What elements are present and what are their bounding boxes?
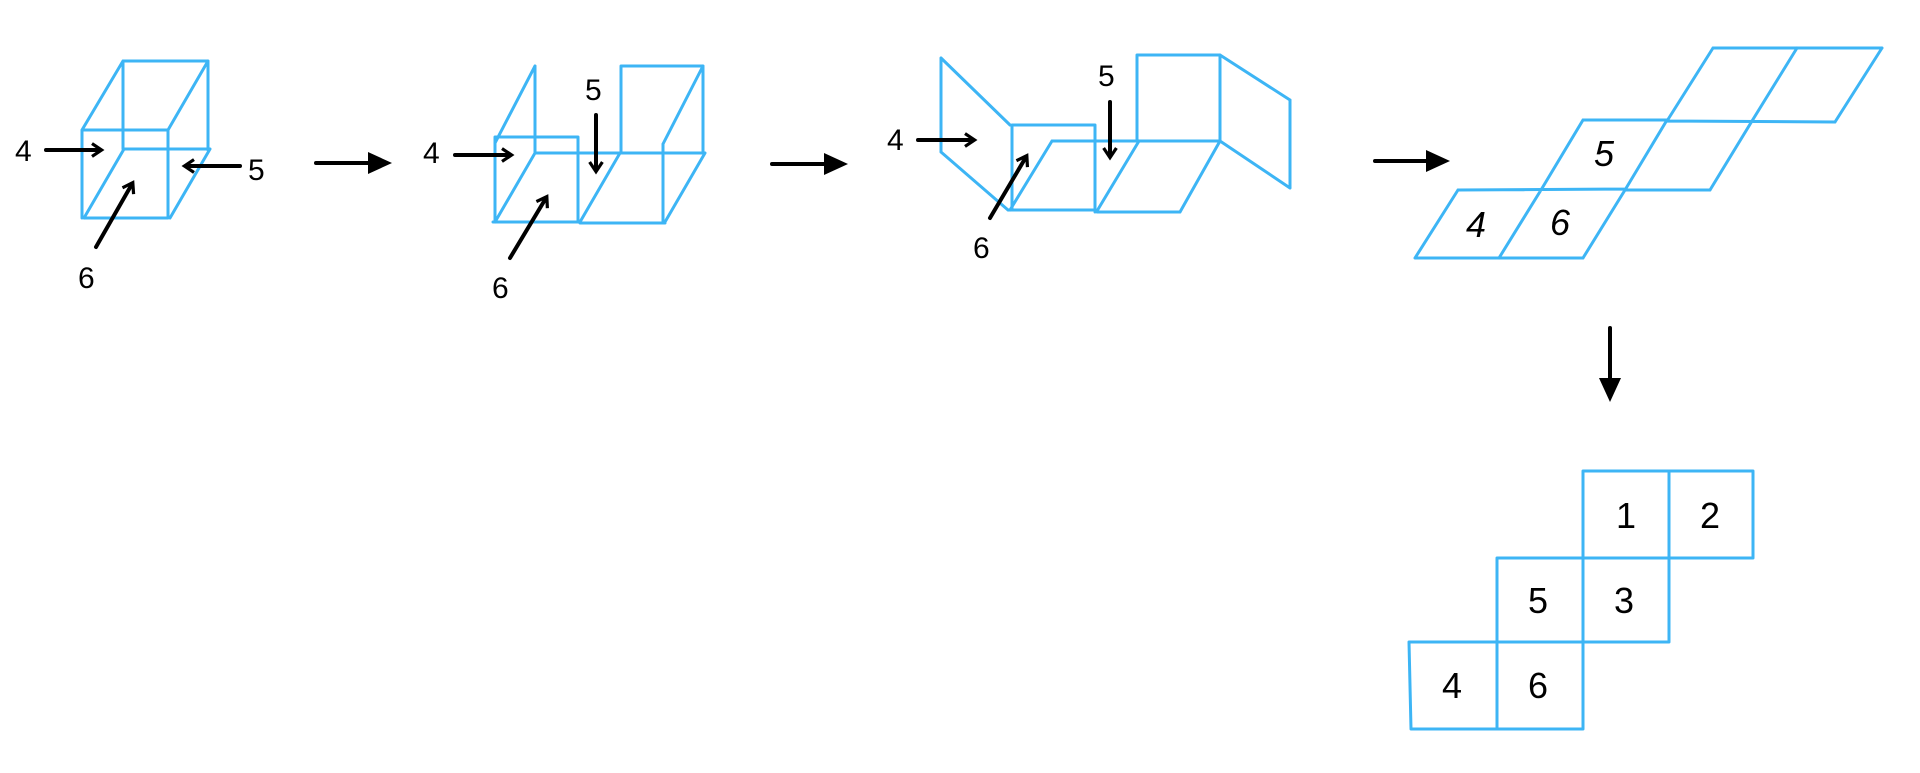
step-arrow-2 bbox=[770, 153, 848, 175]
label-6: 6 bbox=[492, 272, 509, 305]
face-label-5: 5 bbox=[1594, 133, 1615, 174]
net-cell-4: 4 bbox=[1442, 665, 1462, 706]
net-cell-6: 6 bbox=[1528, 665, 1548, 706]
label-5: 5 bbox=[248, 154, 265, 187]
net-cell-1: 1 bbox=[1616, 495, 1636, 536]
final-cube-net: 1 2 5 3 4 6 bbox=[1407, 469, 1755, 731]
arrow-6 bbox=[508, 194, 549, 260]
label-4: 4 bbox=[15, 135, 32, 168]
label-5: 5 bbox=[585, 74, 602, 107]
stage2-partial-unfold: 4 5 6 bbox=[423, 64, 707, 305]
arrow-6 bbox=[988, 153, 1030, 220]
face-label-6: 6 bbox=[1550, 202, 1571, 243]
net-cell-3: 3 bbox=[1614, 580, 1634, 621]
label-4: 4 bbox=[423, 137, 440, 170]
stage3-further-unfold: 4 5 6 bbox=[887, 53, 1292, 265]
face-label-4: 4 bbox=[1466, 204, 1486, 245]
label-4: 4 bbox=[887, 124, 904, 157]
step-arrow-1 bbox=[314, 152, 392, 174]
step-arrow-3 bbox=[1373, 150, 1450, 172]
net-cell-2: 2 bbox=[1700, 495, 1720, 536]
label-6: 6 bbox=[78, 262, 95, 295]
net-cell-5: 5 bbox=[1528, 580, 1548, 621]
stage4-oblique-net: 4 6 5 bbox=[1413, 46, 1884, 260]
arrow-6 bbox=[94, 180, 136, 249]
stage1-cube: 4 5 6 bbox=[15, 59, 265, 295]
label-6: 6 bbox=[973, 232, 990, 265]
step-arrow-down bbox=[1599, 326, 1621, 402]
label-5: 5 bbox=[1098, 60, 1115, 93]
